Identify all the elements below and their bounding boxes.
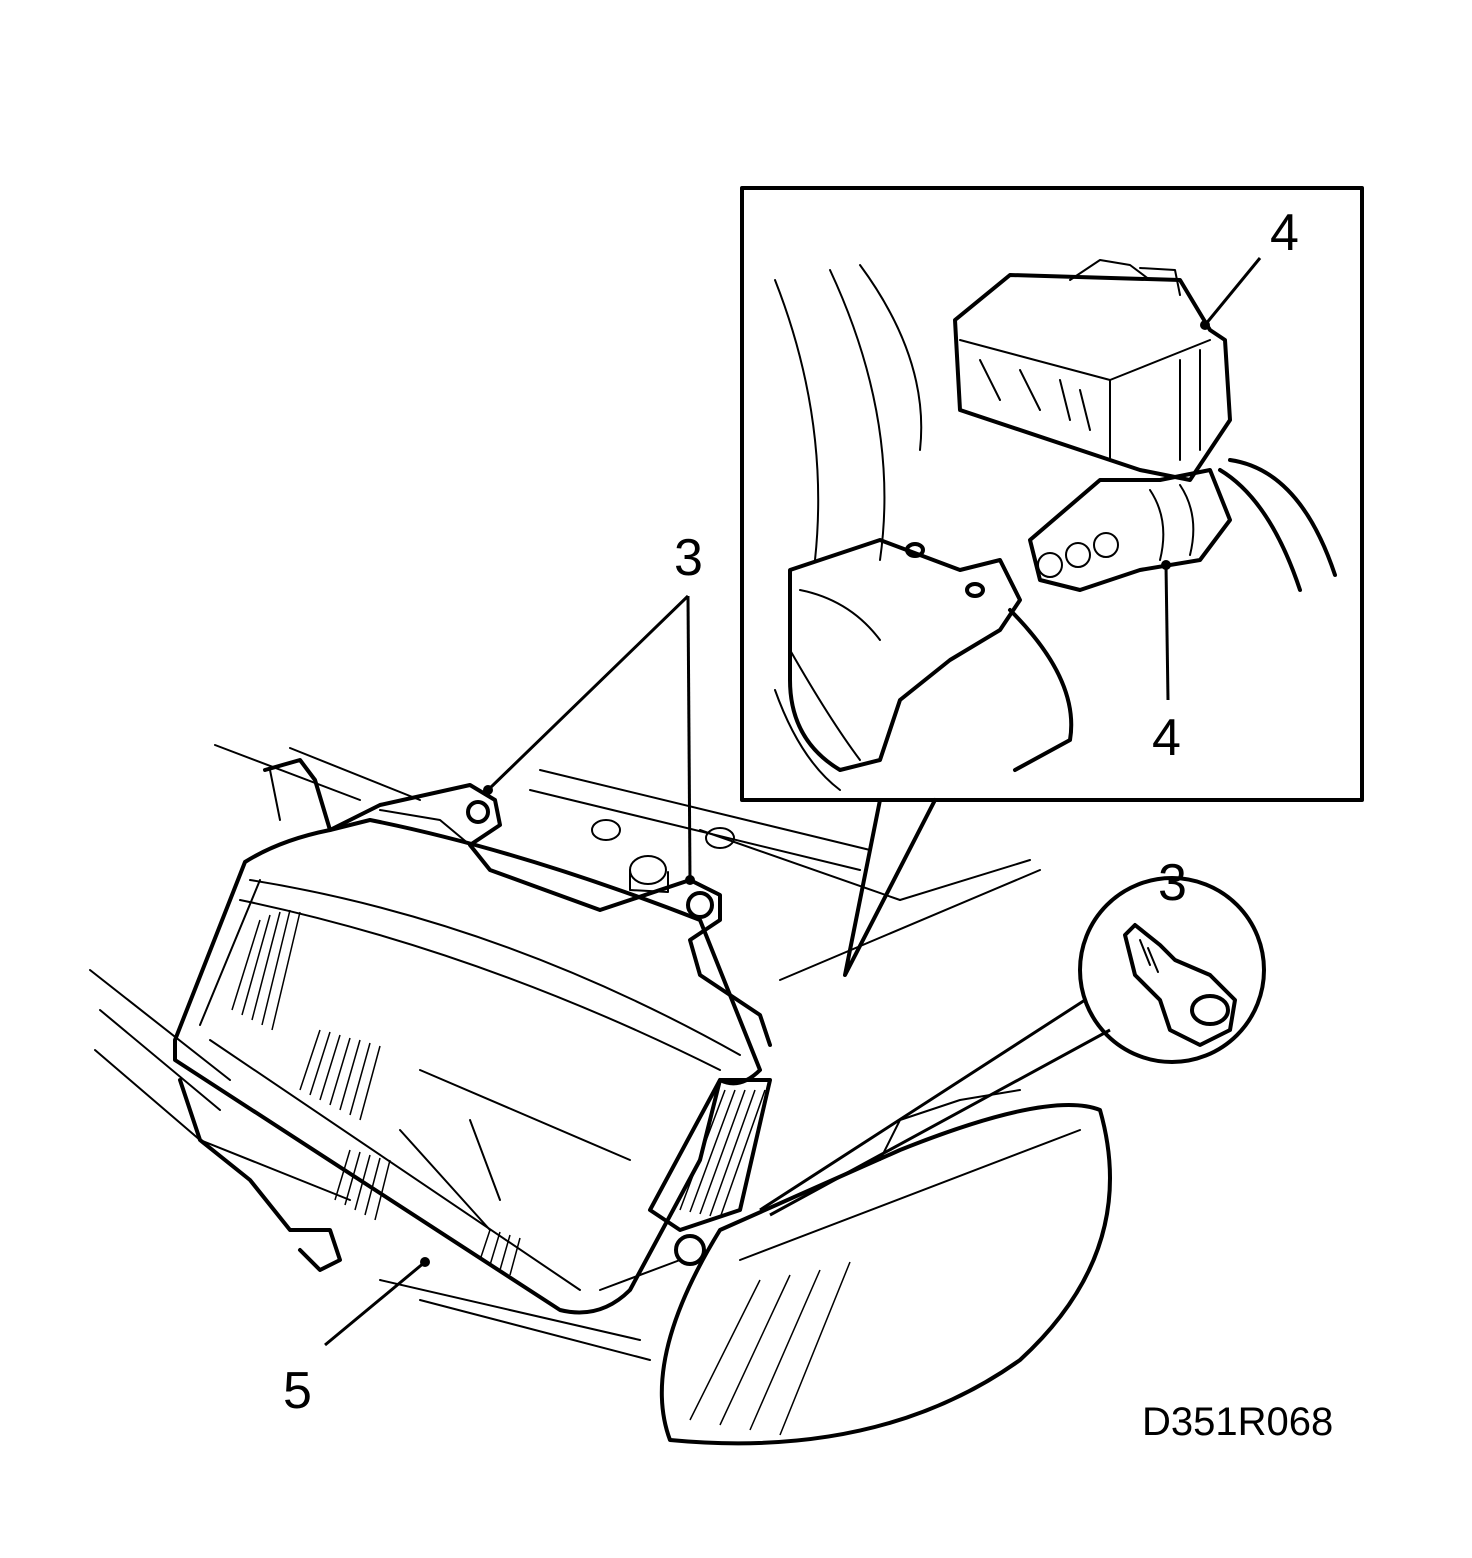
lens-hatching [231, 909, 521, 1276]
callout-3-detail: 3 [1158, 854, 1187, 912]
headlamp-assembly [173, 758, 772, 1315]
figure-code: D351R068 [1142, 1400, 1333, 1444]
bolt-detail [759, 876, 1266, 1217]
bolt-hole-center [686, 891, 714, 919]
callout-4-upper: 4 [1270, 204, 1299, 262]
car-body-outline [89, 744, 1041, 1361]
callout-5: 5 [283, 1362, 312, 1420]
connector-detail-inset [740, 186, 1364, 977]
corner-lamp [659, 1089, 1112, 1446]
bolt-hole-left [466, 800, 490, 824]
callout-4-lower: 4 [1152, 709, 1181, 767]
leader-lines [324, 257, 1262, 1347]
bolt-hole-right [674, 1234, 706, 1266]
callout-3-top: 3 [674, 529, 703, 587]
